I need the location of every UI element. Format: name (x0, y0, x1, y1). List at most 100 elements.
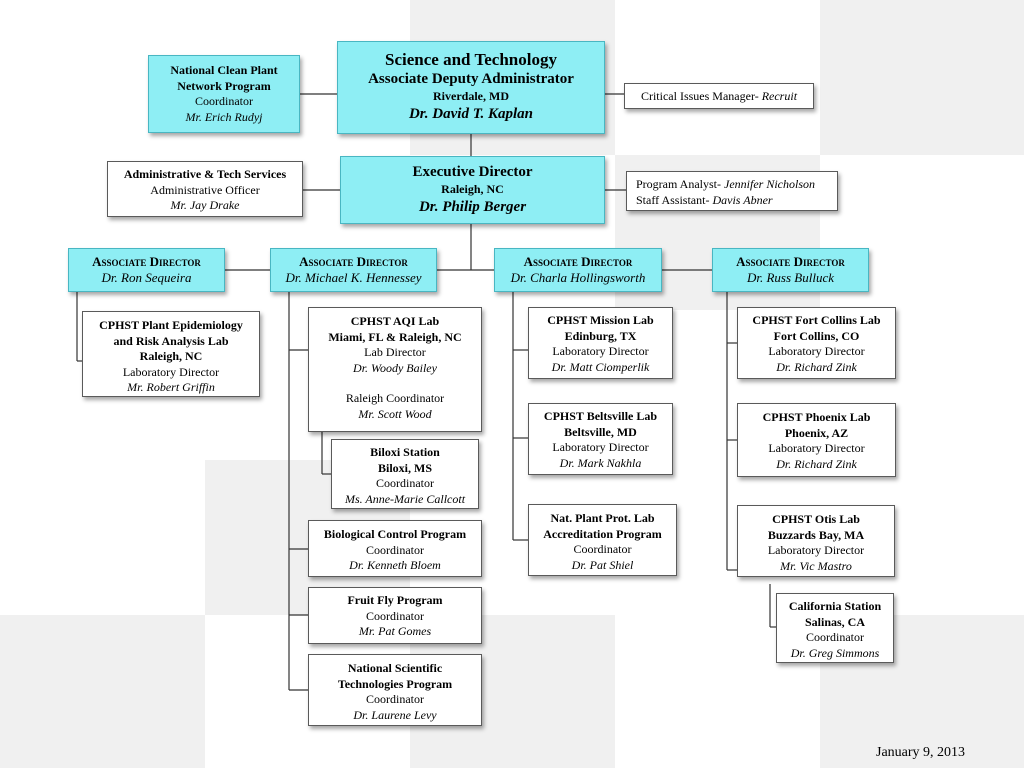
associate-director-box: Associate Director Dr. Russ Bulluck (712, 248, 869, 292)
lab-director-name: Dr. Richard Zink (776, 456, 857, 471)
lab-director-name: Dr. Mark Nakhla (559, 455, 642, 470)
station-location: Salinas, CA (804, 614, 866, 629)
associate-director-title: Associate Director (92, 254, 201, 269)
science-technology-box: Science and Technology Associate Deputy … (337, 41, 605, 134)
station-coordinator-name: Ms. Anne-Marie Callcott (344, 491, 466, 506)
lab-name: CPHST Phoenix Lab (762, 410, 871, 424)
org-head-name: Dr. David T. Kaplan (408, 105, 534, 122)
lab-location: Raleigh, NC (139, 349, 203, 363)
ncpn-role: Coordinator (195, 94, 253, 108)
staff-label-1: Program Analyst- (636, 177, 724, 191)
coordinator-role: Raleigh Coordinator (345, 391, 445, 405)
exec-location: Raleigh, NC (441, 182, 504, 196)
lab-role: Laboratory Director (767, 543, 865, 557)
lab-name-2: and Risk Analysis Lab (113, 333, 229, 348)
npp-lab-box: Nat. Plant Prot. Lab Accreditation Progr… (528, 504, 677, 576)
lab-location: Edinburg, TX (564, 328, 637, 343)
lab-location: Miami, FL & Raleigh, NC (328, 329, 462, 344)
lab-role: Lab Director (364, 345, 426, 359)
station-name: California Station (788, 599, 882, 613)
associate-director-name: Dr. Russ Bulluck (746, 269, 835, 285)
california-station-box: California Station Salinas, CA Coordinat… (776, 593, 894, 663)
program-name: National Scientific (347, 661, 443, 675)
station-location: Biloxi, MS (377, 460, 432, 475)
program-coordinator-name: Dr. Laurene Levy (353, 707, 437, 722)
lab-coordinator-name: Dr. Pat Shiel (571, 557, 634, 572)
lab-location: Beltsville, MD (564, 424, 637, 439)
program-name: Accreditation Program (543, 526, 662, 541)
admin-role: Administrative Officer (150, 182, 260, 197)
fruit-fly-box: Fruit Fly Program Coordinator Mr. Pat Go… (308, 587, 482, 644)
lab-location: Phoenix, AZ (784, 425, 849, 440)
associate-director-title: Associate Director (736, 254, 845, 269)
lab-director-name: Dr. Woody Bailey (353, 360, 437, 375)
lab-director-name: Dr. Matt Ciomperlik (551, 359, 650, 374)
phoenix-lab-box: CPHST Phoenix Lab Phoenix, AZ Laboratory… (737, 403, 896, 477)
executive-director-box: Executive Director Raleigh, NC Dr. Phili… (340, 156, 605, 224)
associate-director-box: Associate Director Dr. Michael K. Hennes… (270, 248, 437, 292)
admin-name: Mr. Jay Drake (170, 198, 240, 212)
lab-location: Buzzards Bay, MA (767, 527, 865, 542)
lab-name: CPHST Mission Lab (547, 313, 654, 327)
ncpn-name: Mr. Erich Rudyj (185, 109, 263, 124)
associate-director-title: Associate Director (523, 254, 633, 269)
station-role: Coordinator (806, 630, 864, 644)
associate-director-box: Associate Director Dr. Ron Sequeira (68, 248, 225, 292)
lab-name: CPHST Plant Epidemiology (99, 318, 243, 332)
program-role: Coordinator (366, 608, 424, 623)
critical-issues-box: Critical Issues Manager- Recruit (624, 83, 814, 109)
associate-director-name: Dr. Charla Hollingsworth (510, 269, 646, 285)
lab-name: CPHST Beltsville Lab (543, 409, 658, 423)
associate-director-box: Associate Director Dr. Charla Hollingswo… (494, 248, 662, 292)
critical-name: Recruit (761, 89, 798, 103)
program-role: Coordinator (366, 542, 424, 557)
lab-role: Laboratory Director (552, 440, 649, 454)
org-title: Science and Technology (385, 50, 557, 69)
fort-collins-lab-box: CPHST Fort Collins Lab Fort Collins, CO … (737, 307, 896, 379)
coordinator-name: Mr. Scott Wood (358, 406, 432, 421)
lab-name: CPHST Otis Lab (772, 512, 860, 526)
staff-name-1: Jennifer Nicholson (724, 177, 815, 191)
ncpn-line1: National Clean Plant (170, 63, 278, 77)
lab-role: Laboratory Director (552, 344, 649, 358)
ncpn-box: National Clean Plant Network Program Coo… (148, 55, 300, 133)
lab-role: Coordinator (573, 542, 632, 556)
plant-epidemiology-lab-box: CPHST Plant Epidemiology and Risk Analys… (82, 311, 260, 397)
admin-box: Administrative & Tech Services Administr… (107, 161, 303, 217)
exec-name: Dr. Philip Berger (418, 198, 527, 215)
background-tile (0, 615, 205, 768)
program-name-2: Technologies Program (337, 676, 453, 691)
lab-role: Laboratory Director (768, 344, 865, 358)
ncpn-line2: Network Program (177, 78, 271, 93)
lab-director-name: Dr. Richard Zink (776, 359, 857, 374)
program-name: Fruit Fly Program (347, 593, 443, 607)
exec-title: Executive Director (412, 164, 533, 180)
background-tile (820, 0, 1024, 155)
staff-box: Program Analyst- Jennifer Nicholson Staf… (626, 171, 838, 211)
lab-name: Nat. Plant Prot. Lab (550, 511, 655, 525)
admin-title: Administrative & Tech Services (123, 167, 287, 181)
beltsville-lab-box: CPHST Beltsville Lab Beltsville, MD Labo… (528, 403, 673, 475)
staff-name-2: Davis Abner (712, 192, 773, 207)
national-scientific-box: National Scientific Technologies Program… (308, 654, 482, 726)
station-coordinator-name: Dr. Greg Simmons (790, 645, 880, 660)
program-coordinator-name: Dr. Kenneth Bloem (349, 558, 441, 572)
associate-director-title: Associate Director (299, 254, 408, 269)
org-location: Riverdale, MD (433, 89, 509, 103)
program-name: Biological Control Program (323, 527, 467, 541)
lab-role: Laboratory Director (768, 441, 865, 455)
biloxi-station-box: Biloxi Station Biloxi, MS Coordinator Ms… (331, 439, 479, 509)
aqi-lab-box: CPHST AQI Lab Miami, FL & Raleigh, NC La… (308, 307, 482, 432)
associate-director-name: Dr. Ron Sequeira (101, 269, 192, 285)
station-role: Coordinator (376, 476, 434, 490)
lab-name: CPHST AQI Lab (350, 314, 440, 328)
chart-date: January 9, 2013 (876, 745, 966, 760)
station-name: Biloxi Station (370, 445, 440, 459)
lab-location: Fort Collins, CO (773, 328, 860, 343)
associate-director-name: Dr. Michael K. Hennessey (285, 269, 422, 285)
otis-lab-box: CPHST Otis Lab Buzzards Bay, MA Laborato… (737, 505, 895, 577)
program-coordinator-name: Mr. Pat Gomes (358, 624, 432, 638)
lab-name: CPHST Fort Collins Lab (752, 313, 881, 327)
staff-label-2: Staff Assistant- (636, 192, 713, 207)
